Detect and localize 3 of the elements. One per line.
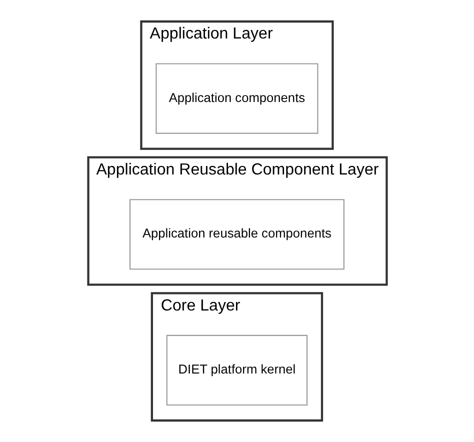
node-box: Application reusable components (128, 199, 344, 270)
node-box: Application components (155, 63, 318, 134)
node-box: DIET platform kernel (166, 334, 308, 406)
